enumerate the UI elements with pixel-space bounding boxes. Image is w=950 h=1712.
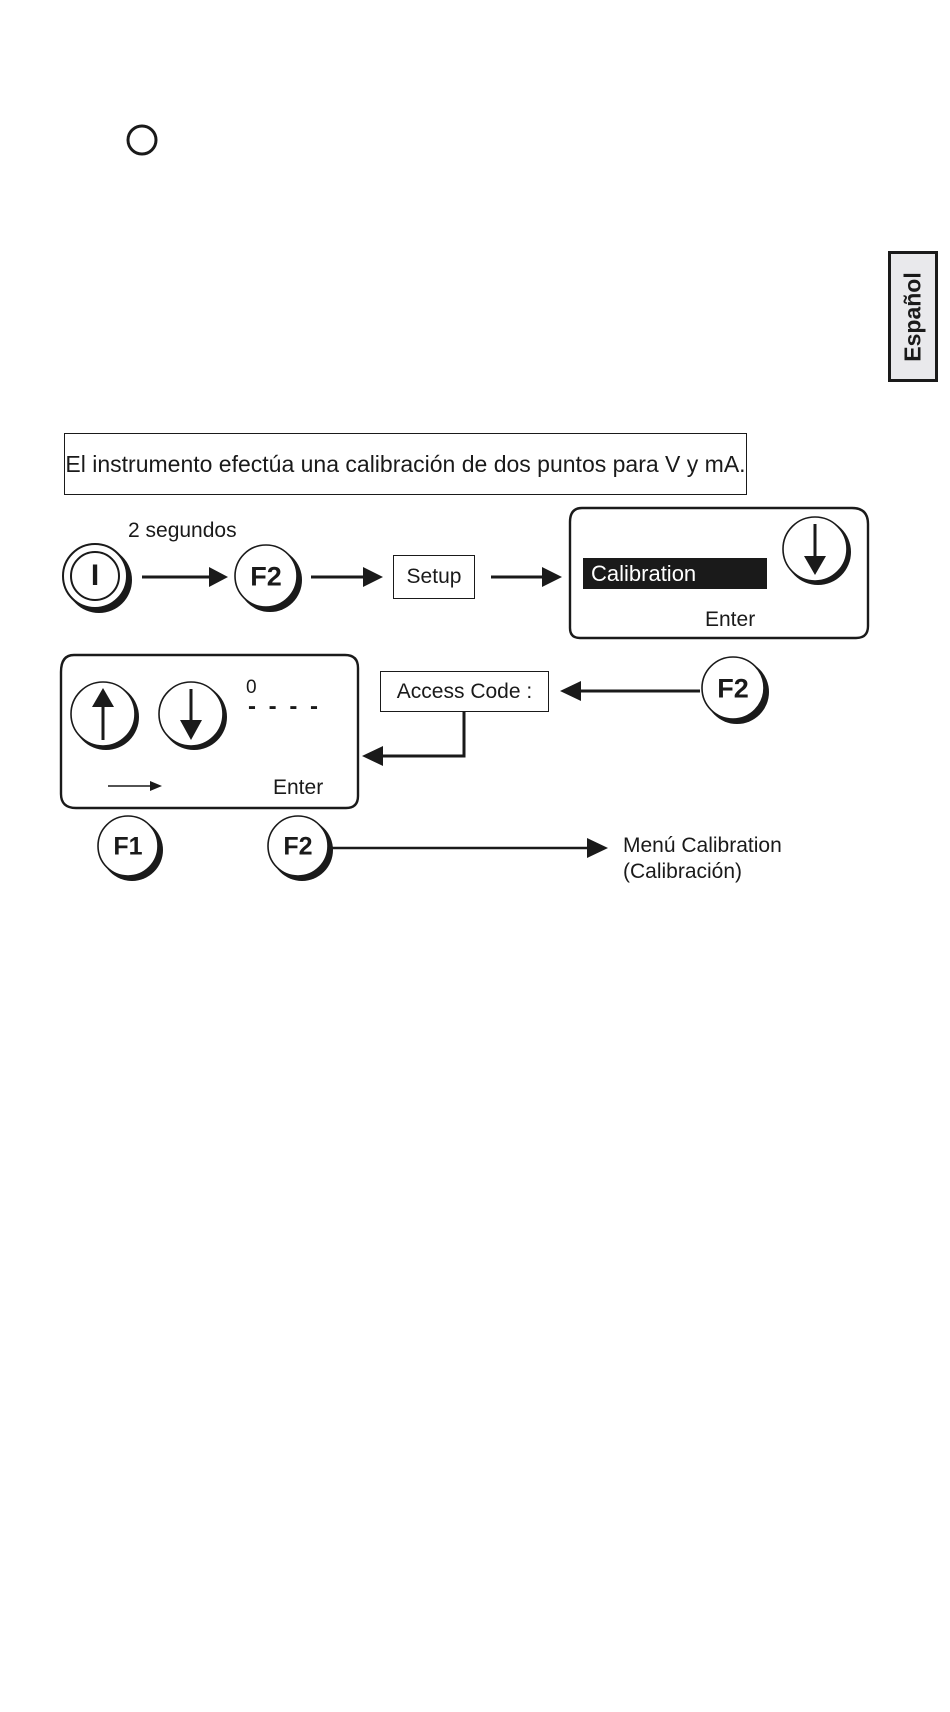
access-code-prompt: Access Code : xyxy=(380,671,549,712)
access-code-digit: 0 xyxy=(246,677,257,698)
arrow-f2-to-calibration-menu xyxy=(329,838,608,858)
f2-key-bottom-label: F2 xyxy=(283,832,313,861)
right-arrow-icon xyxy=(108,781,162,791)
intro-note-box: El instrumento efectúa una calibración d… xyxy=(64,433,747,495)
screen2-enter-softkey[interactable]: Enter xyxy=(273,776,324,799)
screen1-enter-softkey[interactable]: Enter xyxy=(705,608,756,631)
power-key-icon[interactable] xyxy=(62,543,132,613)
f2-key-label: F2 xyxy=(250,561,282,592)
calibration-item-label: Calibration xyxy=(591,560,697,586)
f2-key-right-label: F2 xyxy=(717,673,749,704)
access-code-label: Access Code : xyxy=(396,679,533,703)
arrow-f2-to-setup xyxy=(311,567,383,587)
bullet-circle-icon xyxy=(126,124,158,156)
calibration-menu-result-line1: Menú Calibration xyxy=(623,834,782,857)
down-arrow-icon[interactable] xyxy=(782,516,851,585)
arrow-power-to-f2 xyxy=(142,567,228,587)
f2-key-bottom-icon[interactable] xyxy=(267,815,333,881)
language-tab-label: Español xyxy=(899,271,926,362)
calibration-menu-result-line2: (Calibración) xyxy=(623,860,743,883)
access-code-dashes: - - - - xyxy=(248,693,321,720)
up-arrow-icon[interactable] xyxy=(70,681,139,750)
arrow-f2-to-access-code xyxy=(560,681,700,701)
hold-duration-label: 2 segundos xyxy=(128,519,237,542)
down-arrow-icon[interactable] xyxy=(158,681,227,750)
setup-label: Setup xyxy=(406,565,462,588)
f1-key-label: F1 xyxy=(113,832,143,861)
arrow-setup-to-screen xyxy=(491,567,562,587)
language-tab[interactable]: Español xyxy=(888,251,938,382)
power-key-label: I xyxy=(90,559,100,592)
f2-key-icon[interactable] xyxy=(234,544,302,612)
intro-note-text: El instrumento efectúa una calibración d… xyxy=(65,450,746,477)
calibration-menu-item-highlighted[interactable]: Calibration xyxy=(583,558,767,589)
arrow-access-code-to-screen2 xyxy=(362,712,466,766)
setup-menu-item[interactable]: Setup xyxy=(393,555,475,599)
f2-key-right-icon[interactable] xyxy=(701,656,769,724)
f1-key-icon[interactable] xyxy=(97,815,163,881)
